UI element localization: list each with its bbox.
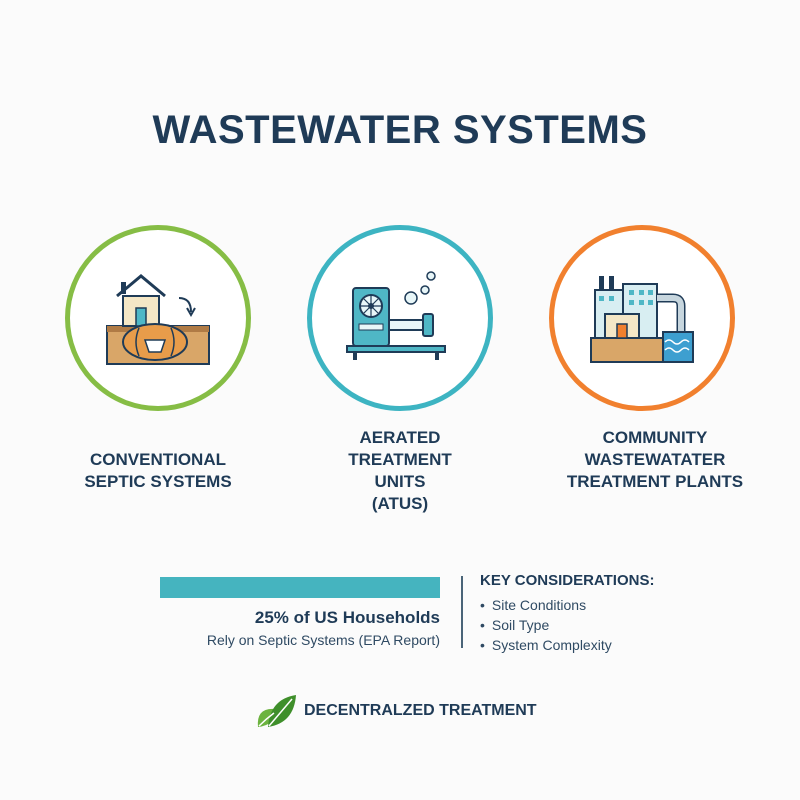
leaf-icon [257,695,296,727]
treatment-plant-circle [549,225,735,411]
label-line: AERATED [359,428,441,447]
footer-text: DECENTRALZED TREATMENT [304,702,537,719]
page-title: WASTEWATER SYSTEMS [152,108,648,152]
atu-circle [307,225,493,411]
divider [461,576,463,648]
label-line: WASTEWATATER [584,450,726,469]
atu-label: AERATED TREATMENT UNITS (ATUS) [300,427,500,515]
footer: DECENTRALZED TREATMENT [254,693,537,729]
list-item: Soil Type [480,615,612,635]
label-line: SEPTIC SYSTEMS [84,472,232,491]
label-line: COMMUNITY [602,428,708,447]
treatment-plant-label: COMMUNITY WASTEWATATER TREATMENT PLANTS [555,427,755,493]
label-line: TREATMENT PLANTS [566,472,744,491]
stat-headline: 25% of US Households [254,608,440,627]
stat-subtext: Rely on Septic Systems (EPA Report) [206,632,440,648]
aeration-unit-icon [346,271,446,360]
septic-system-label: CONVENTIONAL SEPTIC SYSTEMS [58,449,258,493]
label-line: UNITS [374,472,426,491]
septic-house-icon [106,274,210,365]
list-item: System Complexity [480,635,612,655]
septic-system-circle [65,225,251,411]
label-line: (ATUS) [371,494,429,513]
key-considerations-list: Site Conditions Soil Type System Complex… [480,595,612,655]
household-share-bar-fill [160,577,440,598]
treatment-plant-icon [590,276,694,363]
list-item: Site Conditions [480,595,612,615]
label-line: CONVENTIONAL [90,450,226,469]
household-share-bar [160,577,440,598]
key-considerations-title: KEY CONSIDERATIONS: [480,572,655,589]
label-line: TREATMENT [348,450,452,469]
